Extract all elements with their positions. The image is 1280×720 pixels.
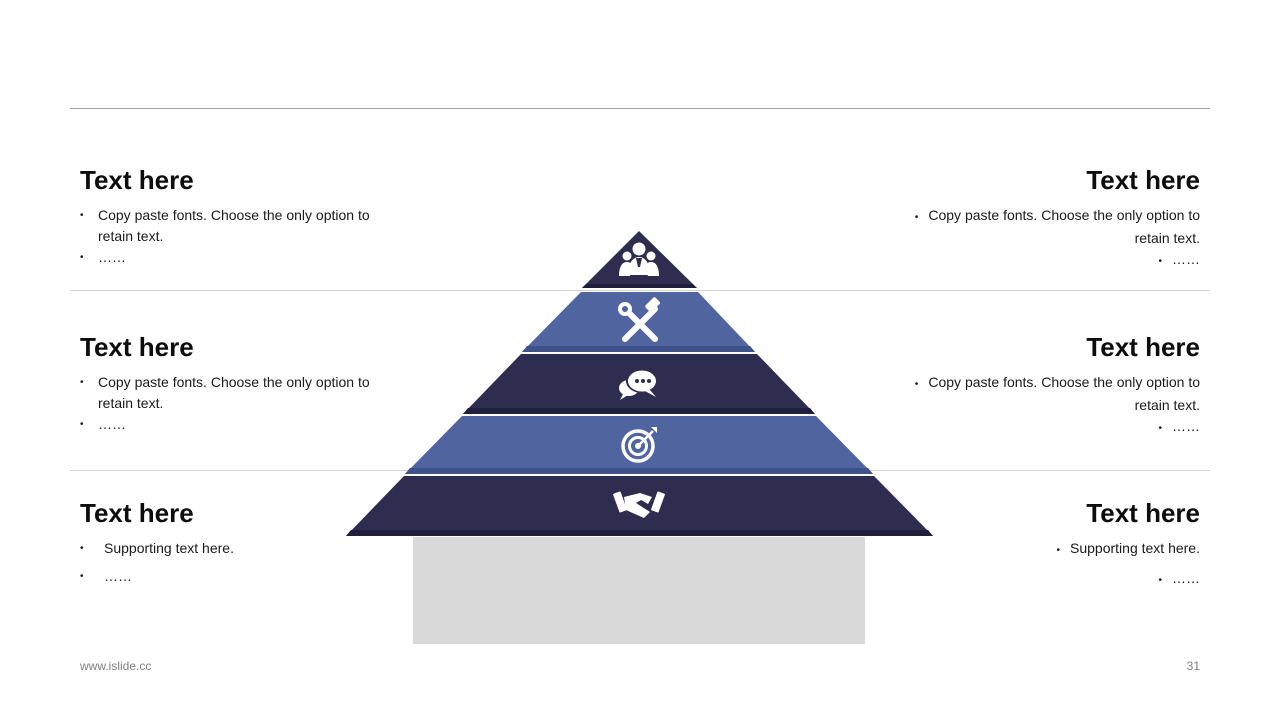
bullet-item: Copy paste fonts. Choose the only option… [80, 372, 400, 414]
layer-shade [346, 530, 933, 536]
bullet-item: •…… [1158, 418, 1200, 434]
divider-1 [70, 290, 1210, 291]
layer-shade [582, 284, 697, 288]
bullet-item: Supporting text here. [80, 538, 400, 559]
text-block-right-3: Text here •Supporting text here. •…… [880, 498, 1201, 598]
block-heading: Text here [1086, 498, 1200, 528]
bullet-item: •Supporting text here. [1056, 540, 1201, 556]
layer-shade [405, 468, 873, 474]
team-icon [619, 242, 659, 276]
bullet-item: •Copy paste fonts. Choose the only optio… [914, 374, 1200, 413]
layer-shade [463, 408, 815, 414]
layer-shade [522, 346, 755, 352]
bullet-list: •Copy paste fonts. Choose the only optio… [880, 372, 1200, 439]
text-block-right-2: Text here •Copy paste fonts. Choose the … [880, 332, 1200, 439]
text-block-right-1: Text here •Copy paste fonts. Choose the … [880, 165, 1200, 272]
tools-icon [618, 297, 660, 342]
block-heading: Text here [80, 332, 194, 362]
bullet-item: …… [80, 247, 400, 268]
text-block-left-3: Text here Supporting text here. …… [80, 498, 400, 594]
bullet-item: …… [80, 414, 400, 435]
block-heading: Text here [80, 165, 194, 195]
bullet-item: Copy paste fonts. Choose the only option… [80, 205, 400, 247]
footer-website: www.islide.cc [80, 659, 152, 673]
bullet-list: •Supporting text here. •…… [880, 538, 1201, 591]
bullet-list: •Copy paste fonts. Choose the only optio… [880, 205, 1200, 272]
bullet-item: …… [80, 566, 400, 587]
top-divider [70, 108, 1210, 109]
target-icon [621, 427, 657, 463]
page-number: 31 [1186, 659, 1200, 673]
handshake-icon [613, 491, 665, 518]
bullet-list: Supporting text here. …… [80, 538, 400, 587]
text-block-left-2: Text here Copy paste fonts. Choose the o… [80, 332, 400, 435]
text-block-left-1: Text here Copy paste fonts. Choose the o… [80, 165, 400, 268]
block-heading: Text here [1086, 165, 1200, 195]
pyramid-base [413, 537, 865, 644]
bullet-list: Copy paste fonts. Choose the only option… [80, 372, 400, 435]
block-heading: Text here [1086, 332, 1200, 362]
bullet-list: Copy paste fonts. Choose the only option… [80, 205, 400, 268]
chat-icon [619, 369, 658, 400]
bullet-item: •Copy paste fonts. Choose the only optio… [914, 207, 1200, 246]
bullet-item: •…… [1158, 251, 1200, 267]
block-heading: Text here [80, 498, 194, 528]
bullet-item: •…… [1158, 570, 1200, 586]
